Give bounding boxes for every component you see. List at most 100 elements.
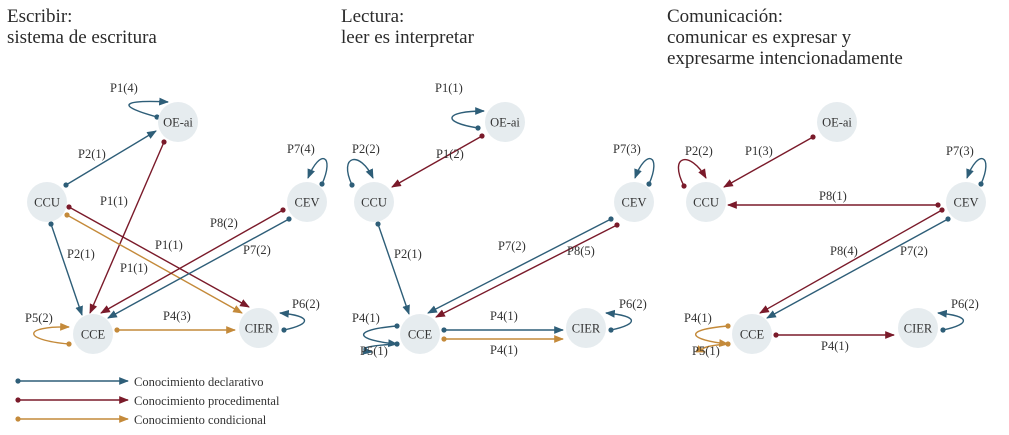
edge-start-dot	[725, 341, 731, 347]
edge-start-dot	[394, 341, 400, 347]
legend-dot	[15, 378, 21, 384]
edge-start-dot	[63, 182, 69, 188]
edge-label: P4(1)	[490, 309, 518, 323]
edge-ccu-to-cce-declarativo	[377, 223, 410, 315]
node-ccu: CCU	[686, 182, 726, 222]
legend-dot	[15, 397, 21, 403]
edge-label: P4(1)	[352, 311, 380, 325]
node-circle	[817, 102, 857, 142]
edge-label: P8(1)	[819, 189, 847, 203]
node-circle	[485, 102, 525, 142]
node-cce: CCE	[73, 314, 113, 354]
edge-start-dot	[64, 212, 70, 218]
edge-label: P7(4)	[287, 142, 315, 156]
node-label: CEV	[295, 196, 320, 210]
edge-start-dot	[935, 202, 941, 208]
edge-start-dot	[939, 207, 945, 213]
edge-label: P8(5)	[567, 244, 595, 258]
node-label: CCU	[361, 196, 387, 210]
node-cier: CIER	[239, 308, 279, 348]
node-label: CCE	[81, 328, 106, 342]
edge-label: P4(1)	[490, 343, 518, 357]
node-circle	[400, 314, 440, 354]
node-label: CCU	[693, 196, 719, 210]
edge-start-dot	[773, 332, 779, 338]
node-circle	[73, 314, 113, 354]
edge-start-dot	[48, 221, 54, 227]
edge-oe-ai-to-ccu-procedimental	[723, 136, 814, 188]
legend-arrow-condicional-icon	[15, 415, 129, 423]
edge-start-dot	[940, 327, 946, 333]
labels-layer: P1(4)P2(1)P1(1)P7(4)P2(1)P1(1)P1(1)P8(2)…	[25, 81, 979, 358]
node-label: OE-ai	[163, 116, 193, 130]
node-cier: CIER	[566, 308, 606, 348]
edge-label: P8(2)	[210, 216, 238, 230]
edge-cce-to-cce-declarativo	[363, 325, 398, 348]
edge-start-dot	[441, 336, 447, 342]
edge-cev-to-cev-declarativo	[634, 158, 655, 185]
edge-start-dot	[66, 204, 72, 210]
edge-cier-to-cier-declarativo	[605, 309, 633, 331]
edge-start-dot	[286, 216, 292, 222]
node-cce: CCE	[732, 314, 772, 354]
panel-title-line: Comunicación:	[667, 6, 784, 27]
edge-cev-to-cce-declarativo	[107, 218, 290, 319]
legend-label: Conocimiento declarativo	[134, 375, 264, 389]
edge-label: P5(1)	[692, 344, 720, 358]
edge-ccu-to-cier-procedimental	[68, 206, 250, 308]
node-circle	[158, 102, 198, 142]
edge-start-dot	[441, 327, 447, 333]
node-oe-ai: OE-ai	[485, 102, 525, 142]
node-circle	[732, 314, 772, 354]
edge-start-dot	[479, 133, 485, 139]
node-circle	[946, 182, 986, 222]
edge-label: P7(2)	[498, 239, 526, 253]
edge-start-dot	[375, 221, 381, 227]
edge-start-dot	[66, 341, 72, 347]
panel-title-escribir: Escribir: sistema de escritura	[7, 6, 157, 48]
edge-oe-ai-to-oe-ai-declarativo	[451, 107, 485, 129]
legend-arrow-procedimental-icon	[15, 396, 129, 404]
node-cier: CIER	[898, 308, 938, 348]
edge-start-dot	[394, 323, 400, 329]
edge-label: P6(2)	[292, 297, 320, 311]
panel-title-line: comunicar es expresar y	[667, 27, 852, 48]
edge-start-dot	[614, 222, 620, 228]
edge-label: P6(2)	[619, 297, 647, 311]
node-label: OE-ai	[490, 116, 520, 130]
edge-cev-to-cev-declarativo	[966, 158, 987, 185]
legend-label: Conocimiento procedimental	[134, 394, 280, 408]
edge-ccu-to-ccu-procedimental	[677, 159, 707, 187]
edge-cce-to-cce-condicional	[33, 322, 70, 345]
edge-ccu-to-ccu-declarativo	[346, 159, 374, 186]
edge-label: P7(2)	[900, 244, 928, 258]
node-label: OE-ai	[822, 116, 852, 130]
panel-title-line: expresarme intencionadamente	[667, 48, 903, 69]
edge-label: P2(1)	[67, 247, 95, 261]
node-cev: CEV	[614, 182, 654, 222]
edge-cier-to-cier-declarativo	[937, 309, 965, 331]
node-label: CIER	[245, 322, 274, 336]
edge-label: P1(1)	[435, 81, 463, 95]
edge-oe-ai-to-oe-ai-declarativo	[128, 97, 169, 118]
node-ccu: CCU	[354, 182, 394, 222]
edge-label: P2(2)	[352, 142, 380, 156]
node-circle	[614, 182, 654, 222]
edge-start-dot	[319, 181, 325, 187]
edge-start-dot	[154, 114, 160, 120]
edge-cev-to-cce-procedimental	[100, 209, 284, 314]
edge-start-dot	[475, 125, 481, 131]
edge-start-dot	[978, 181, 984, 187]
edge-start-dot	[608, 327, 614, 333]
edge-cev-to-cce-declarativo	[427, 218, 612, 314]
node-label: CEV	[622, 196, 647, 210]
edge-start-dot	[725, 323, 731, 329]
edge-cev-to-cev-declarativo	[307, 157, 328, 185]
edge-label: P4(1)	[684, 311, 712, 325]
node-label: CEV	[954, 196, 979, 210]
edge-start-dot	[681, 183, 687, 189]
edge-label: P7(3)	[946, 144, 974, 158]
edge-label: P5(1)	[360, 344, 388, 358]
